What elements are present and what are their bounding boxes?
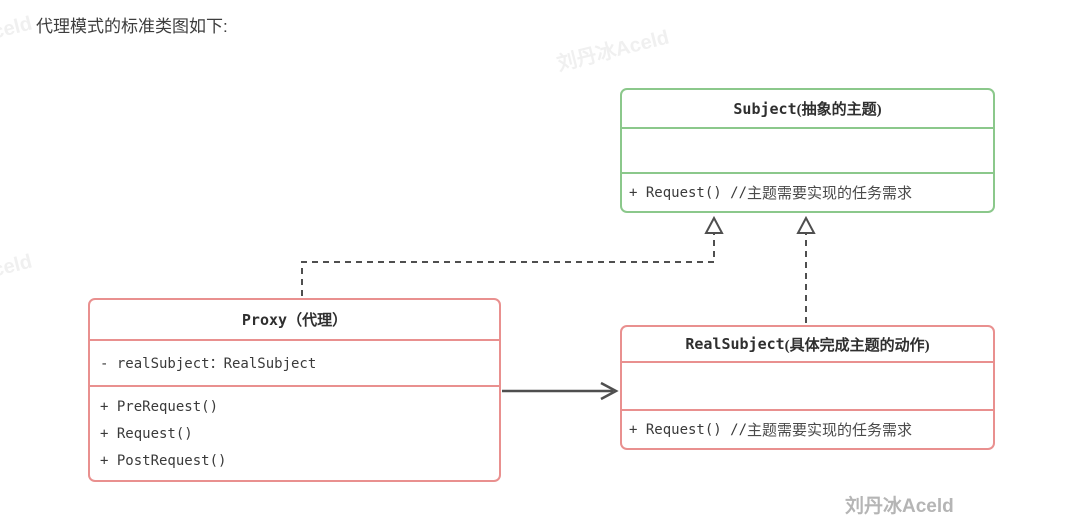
realsubject-class-annotation: (具体完成主题的动作)	[784, 337, 930, 354]
realsubject-methods: + Request() //主题需要实现的任务需求	[622, 409, 993, 448]
realization-line-proxy-to-subject	[301, 233, 715, 296]
faint-watermark: 刘丹冰Aceld	[554, 26, 672, 76]
open-arrowhead-association	[600, 381, 619, 401]
proxy-header: Proxy（代理）	[90, 300, 499, 339]
hollow-triangle-arrowhead-realsubject	[796, 215, 816, 234]
realsubject-attributes-empty	[622, 361, 993, 409]
faint-watermark: 刘丹冰Aceld	[0, 12, 35, 62]
realsubject-header: RealSubject(具体完成主题的动作)	[622, 327, 993, 361]
page-title: 代理模式的标准类图如下:	[36, 17, 228, 36]
hollow-triangle-arrowhead-proxy	[704, 215, 724, 234]
proxy-method-postrequest: + PostRequest()	[100, 453, 227, 469]
realsubject-method-code: + Request() //	[629, 421, 748, 438]
author-signature-watermark: 刘丹冰Aceld	[845, 496, 954, 517]
uml-class-subject: Subject(抽象的主题) + Request() //主题需要实现的任务需求	[620, 88, 995, 213]
subject-method-code: + Request() //	[629, 184, 748, 201]
proxy-class-name: Proxy	[241, 310, 288, 329]
realsubject-method-comment: 主题需要实现的任务需求	[747, 423, 913, 439]
proxy-method-request: + Request()	[100, 426, 193, 442]
proxy-attribute-realsubject: - realSubject：RealSubject	[100, 356, 317, 372]
uml-class-realsubject: RealSubject(具体完成主题的动作) + Request() //主题需…	[620, 325, 995, 450]
subject-class-annotation: (抽象的主题)	[796, 102, 882, 118]
subject-header: Subject(抽象的主题)	[622, 90, 993, 127]
proxy-method-prerequest: + PreRequest()	[100, 399, 219, 415]
subject-attributes-empty	[622, 127, 993, 172]
subject-methods: + Request() //主题需要实现的任务需求	[622, 172, 993, 211]
subject-class-name: Subject	[733, 99, 797, 118]
proxy-attributes: - realSubject：RealSubject	[90, 339, 499, 385]
subject-method-comment: 主题需要实现的任务需求	[747, 186, 913, 202]
proxy-methods: + PreRequest() + Request() + PostRequest…	[90, 385, 499, 480]
faint-watermark: 刘丹冰Aceld	[0, 250, 35, 300]
proxy-class-annotation: （代理）	[287, 313, 348, 329]
uml-class-proxy: Proxy（代理） - realSubject：RealSubject + Pr…	[88, 298, 501, 482]
realsubject-class-name: RealSubject	[685, 335, 785, 353]
